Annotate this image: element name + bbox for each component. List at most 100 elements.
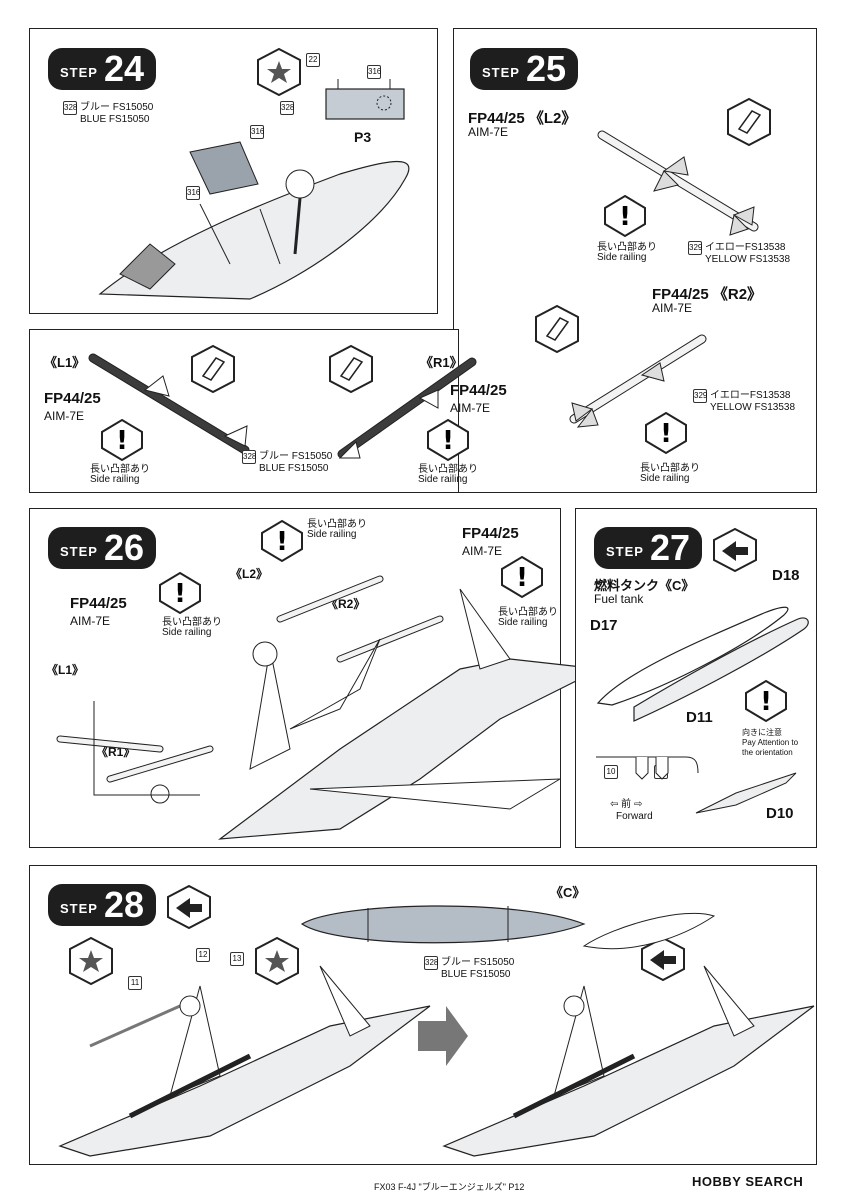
callout-12: 12 [196, 948, 210, 962]
svg-text:!: ! [116, 426, 128, 456]
s26-code-right: FP44/25 [462, 525, 519, 542]
color-en-329: YELLOW FS13538 [705, 254, 791, 265]
decal-stripe-icon-2 [535, 304, 579, 354]
s26-rail-en-b: Side railing [162, 627, 212, 638]
part-p3-drawing [325, 79, 405, 120]
svg-text:!: ! [660, 419, 672, 449]
step-26-panel: STEP 26 FP44/25 AIM-7E FP44/25 AIM-7E ! … [29, 508, 603, 848]
fuel-tank-c-drawing [300, 905, 586, 944]
part-p3-label: P3 [354, 129, 372, 145]
forward-en: Forward [616, 811, 653, 822]
svg-text:!: ! [516, 563, 528, 593]
attn-en-1: Pay Attention to [742, 738, 799, 747]
color-en-329-b: YELLOW FS13538 [710, 402, 796, 413]
missile-r2-code: FP44/25 《R2》 [652, 286, 763, 303]
s28-aircraft-right-drawing [442, 912, 815, 1157]
missile-l2-drawing [597, 130, 759, 236]
s26-code-left: FP44/25 [70, 595, 127, 612]
l1-aim: AIM-7E [44, 409, 85, 423]
rail-jp-top: 長い凸部あり [597, 242, 657, 253]
missile-r2-drawing [569, 334, 707, 428]
r1-tag: 《R1》 [420, 355, 463, 370]
r1-code: FP44/25 [450, 382, 507, 399]
svg-text:!: ! [619, 202, 631, 232]
step-24-panel: STEP 24 P3 22 316 328 316 316 328 ブルー FS… [29, 28, 438, 314]
decal-stripe-icon [727, 97, 771, 147]
s26-tag-r2: 《R2》 [326, 597, 366, 611]
s26-rail-jp-a: 長い凸部あり [307, 519, 367, 530]
missile-r1-drawing [337, 357, 477, 459]
step-28-panel: STEP 28 11 12 13 《C》 328 ブルー FS15050 BLU… [29, 865, 817, 1165]
rail-en-r1: Side railing [418, 474, 468, 485]
s28-aircraft-left-drawing [58, 965, 431, 1157]
warning-icon-2: ! [645, 411, 687, 455]
s26-rail-jp-b: 長い凸部あり [162, 617, 222, 628]
missile-l2-aim: AIM-7E [468, 125, 509, 139]
part-d18: D18 [772, 567, 800, 584]
s28-color-en: BLUE FS15050 [441, 969, 511, 980]
decal-stripe-icon-3 [191, 344, 235, 394]
callout-316-c: 316 [186, 186, 200, 200]
flip-arrow-icon-s28 [167, 884, 211, 930]
warning-icon-s26-a: ! [261, 519, 303, 563]
decal-star-icon [257, 47, 301, 97]
missiles-l1-r1-panel: 《L1》 FP44/25 AIM-7E ! 長い凸部あり Side railin… [29, 329, 507, 493]
warning-icon-s26-c: ! [501, 555, 543, 599]
s26-aim-left: AIM-7E [70, 614, 111, 628]
color-code-328-l1: 328 [242, 450, 256, 464]
color-jp-329: イエローFS13538 [705, 242, 786, 253]
s26-aim-right: AIM-7E [462, 544, 503, 558]
tank-jp: 燃料タンク《C》 [594, 578, 695, 593]
l1-code: FP44/25 [44, 390, 101, 407]
missile-l2-code: FP44/25 《L2》 [468, 110, 577, 127]
s26-rail-en-c: Side railing [498, 617, 548, 628]
r1-aim: AIM-7E [450, 401, 491, 415]
color-code-329-b: 329 [693, 389, 707, 403]
step-27-badge: STEP 27 [594, 527, 703, 569]
step-25-panel: STEP 25 FP44/25 《L2》 AIM-7E ! 長い凸部あり Sid… [453, 28, 817, 493]
fuel-tank-drawing [596, 606, 809, 722]
s26-rail-en-a: Side railing [307, 529, 357, 540]
svg-text:!: ! [760, 687, 772, 717]
rail-jp-l1: 長い凸部あり [90, 464, 150, 475]
decal-star-icon-s28-b [255, 936, 299, 986]
color-code-328: 328 [63, 101, 77, 115]
color-jp-329-b: イエローFS13538 [710, 390, 791, 401]
part-d17: D17 [590, 617, 618, 634]
warning-icon-s27: ! [745, 679, 787, 723]
rail-en-top: Side railing [597, 252, 647, 263]
s26-rail-jp-c: 長い凸部あり [498, 607, 558, 618]
missile-r2-aim: AIM-7E [652, 301, 693, 315]
s28-color-code: 328 [424, 956, 438, 970]
aircraft-nose-drawing [98, 141, 410, 300]
step-25-badge: STEP 25 [470, 48, 579, 90]
callout-11: 11 [128, 976, 142, 990]
svg-text:!: ! [276, 527, 288, 557]
pylon-diagram [596, 756, 797, 814]
l1-tag: 《L1》 [44, 355, 86, 370]
part-d10: D10 [766, 805, 794, 822]
callout-13: 13 [230, 952, 244, 966]
s28-color-jp: ブルー FS15050 [441, 957, 515, 968]
color-jp: ブルー FS15050 [80, 102, 154, 113]
rail-en-l1: Side railing [90, 474, 140, 485]
attn-jp: 向きに注意 [742, 728, 782, 737]
warning-icon-s26-b: ! [159, 571, 201, 615]
s26-tag-l2: 《L2》 [230, 567, 269, 581]
color-en: BLUE FS15050 [80, 114, 150, 125]
warning-icon-4: ! [427, 418, 469, 462]
part-d11: D11 [686, 709, 713, 726]
direction-arrow-icon [418, 1006, 468, 1066]
callout-316-a: 316 [367, 65, 381, 79]
color-code-329: 329 [688, 241, 702, 255]
s28-tag-c: 《C》 [550, 885, 586, 900]
decal-star-icon-s28-a [69, 936, 113, 986]
rail-jp-r2: 長い凸部あり [640, 463, 700, 474]
svg-text:!: ! [174, 579, 186, 609]
color-en-l1: BLUE FS15050 [259, 463, 329, 474]
s26-tag-l1: 《L1》 [46, 663, 85, 677]
svg-text:!: ! [442, 426, 454, 456]
flip-arrow-icon-s28-b [641, 936, 685, 982]
rail-en-r2: Side railing [640, 473, 690, 484]
slot-10: 10 [604, 765, 618, 779]
